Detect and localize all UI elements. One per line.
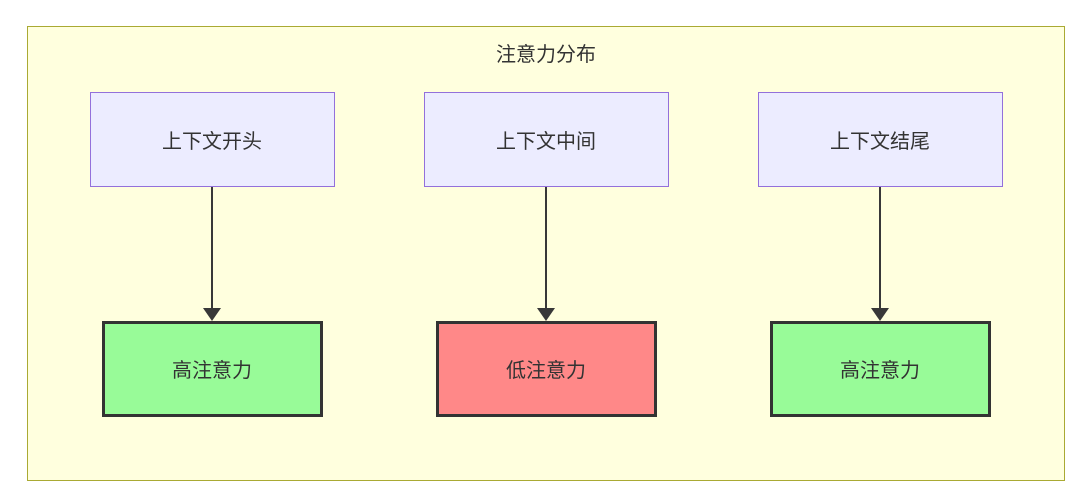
flow-column-end: 上下文结尾 高注意力 xyxy=(757,91,1003,417)
arrow-down-end xyxy=(870,186,890,321)
node-low-attention-middle: 低注意力 xyxy=(435,320,657,417)
flow-column-middle: 上下文中间 低注意力 xyxy=(423,91,669,417)
arrow-line xyxy=(879,186,881,310)
node-high-attention-end: 高注意力 xyxy=(769,320,991,417)
arrow-head-icon xyxy=(871,307,889,321)
arrow-head-icon xyxy=(537,307,555,321)
arrow-head-icon xyxy=(203,307,221,321)
arrow-down-middle xyxy=(536,186,556,321)
flow-column-begin: 上下文开头 高注意力 xyxy=(89,91,335,417)
node-context-begin: 上下文开头 xyxy=(89,91,335,187)
cluster-title: 注意力分布 xyxy=(496,44,596,66)
flow-columns: 上下文开头 高注意力 上下文中间 低注意力 上下文结尾 xyxy=(28,91,1064,417)
arrow-down-begin xyxy=(202,186,222,321)
arrow-line xyxy=(211,186,213,310)
node-context-end: 上下文结尾 xyxy=(757,91,1003,187)
node-context-middle: 上下文中间 xyxy=(423,91,669,187)
node-high-attention-begin: 高注意力 xyxy=(101,320,323,417)
arrow-line xyxy=(545,186,547,310)
attention-distribution-cluster: 注意力分布 上下文开头 高注意力 上下文中间 低注意力 上下文结尾 xyxy=(27,26,1065,481)
